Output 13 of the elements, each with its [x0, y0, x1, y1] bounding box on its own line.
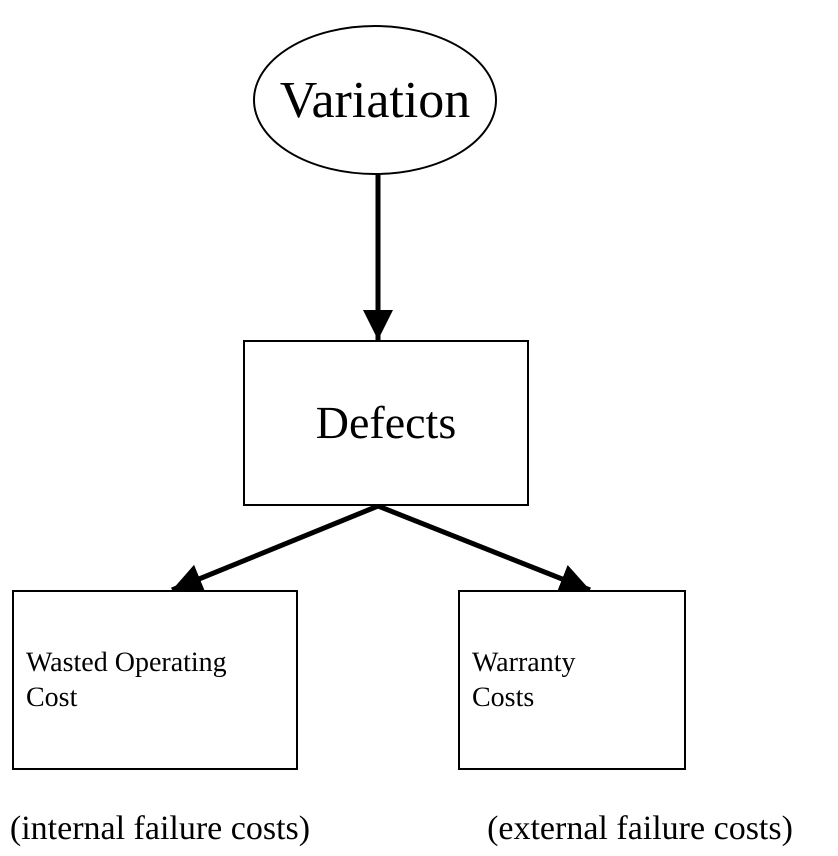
process-box — [243, 340, 529, 506]
node-label: Warranty Costs — [472, 646, 576, 715]
node-label: Defects — [316, 396, 456, 450]
arrow — [171, 504, 379, 593]
node-label: Wasted Operating Cost — [26, 646, 228, 715]
arrow — [377, 504, 591, 593]
process-box — [458, 590, 686, 770]
ellipse-node — [253, 25, 497, 175]
node-label: Variation — [280, 70, 470, 130]
node-caption: (external failure costs) — [487, 810, 793, 848]
arrow — [363, 175, 393, 340]
node-caption: (internal failure costs) — [10, 810, 310, 848]
process-box — [12, 590, 298, 770]
